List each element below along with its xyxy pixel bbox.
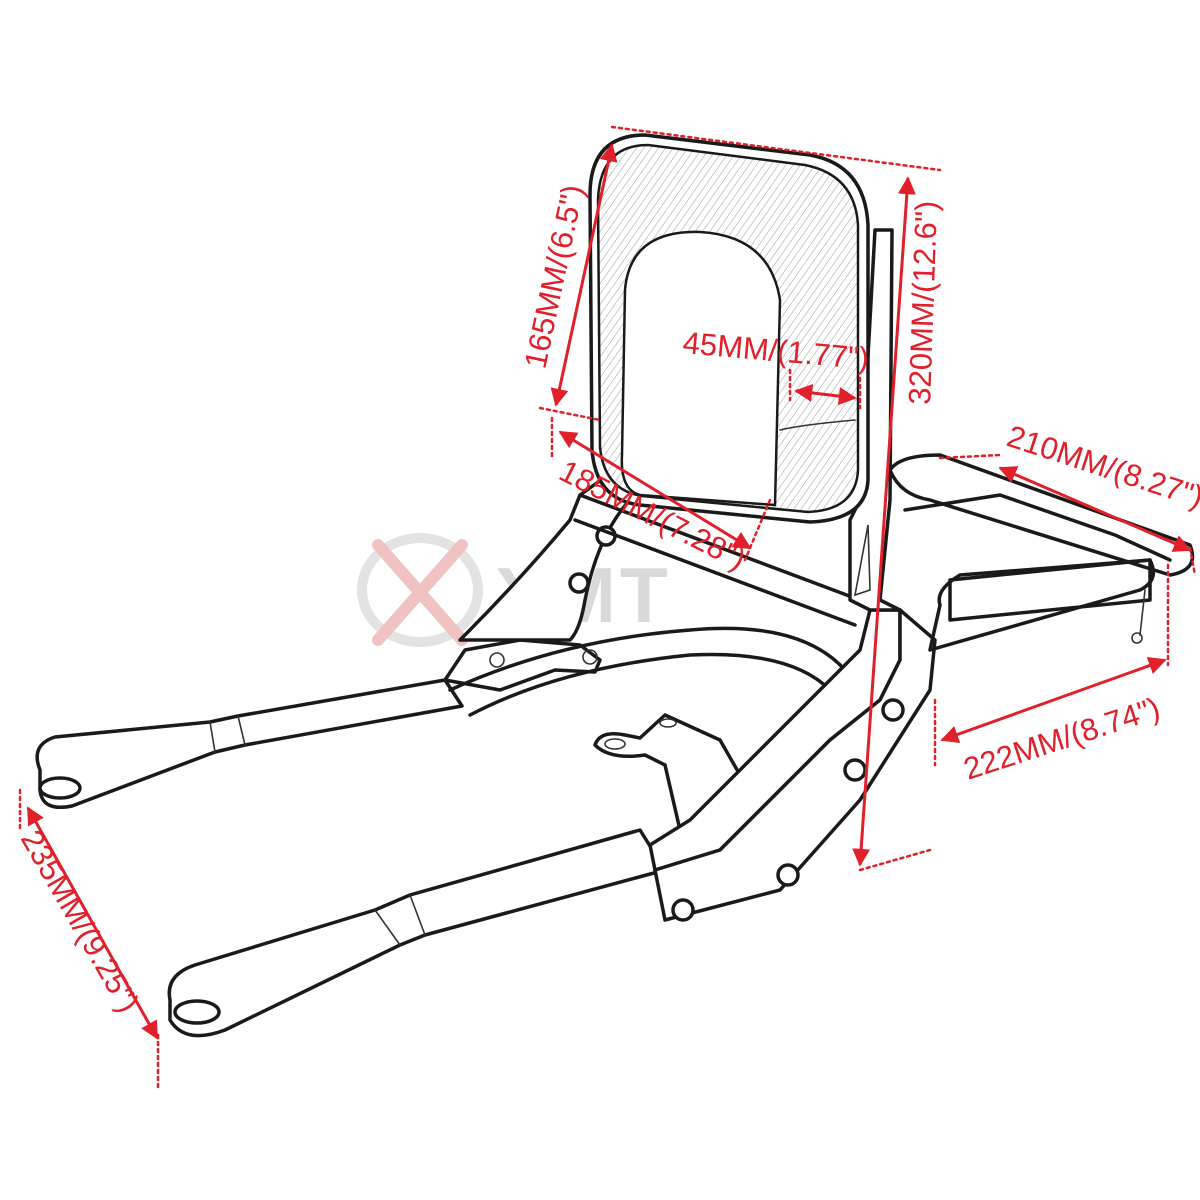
strut-eye-upper — [38, 776, 82, 800]
bolt-3 — [671, 898, 695, 922]
bolt-4 — [776, 863, 800, 887]
dimension-strut-spacing: 235MM/(9.25") — [14, 788, 160, 1092]
lower-strut — [167, 828, 667, 1038]
bolt-5 — [843, 758, 867, 782]
upper-strut — [35, 678, 464, 809]
strut-eye-lower — [173, 999, 221, 1025]
xmt-logo-icon — [357, 533, 483, 647]
label-rack-length: 222MM/(8.74") — [959, 690, 1164, 786]
bolt-6 — [881, 698, 905, 722]
label-overall-height: 320MM/(12.6") — [902, 200, 944, 405]
backrest-panel — [620, 230, 782, 507]
dimension-rack-length: 222MM/(8.74") — [933, 563, 1170, 787]
bolt-2 — [568, 572, 590, 594]
label-strut-spacing: 235MM/(9.25") — [14, 824, 146, 1018]
label-rack-width: 210MM/(8.27") — [1003, 418, 1200, 514]
sissy-bar-drawing — [35, 133, 1195, 1038]
label-backrest-height: 165MM/(6.5") — [518, 182, 591, 372]
dimension-overall-height: 320MM/(12.6") — [852, 176, 944, 872]
